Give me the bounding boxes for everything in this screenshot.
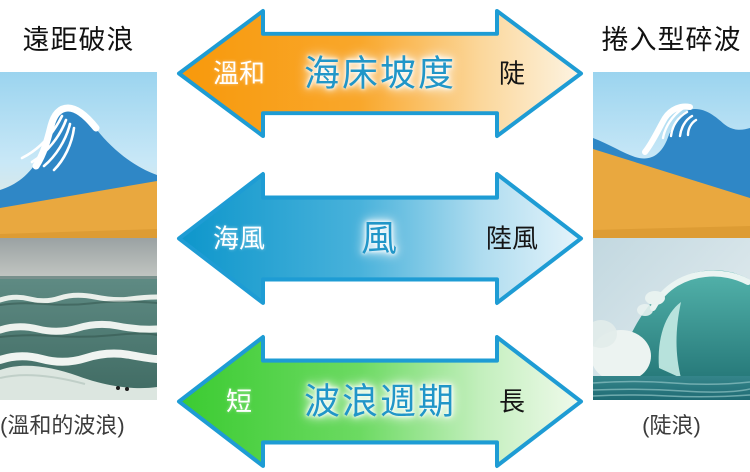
arrow-wave-period-left-label: 短 xyxy=(225,385,253,416)
barrel-wave-photo xyxy=(593,238,750,400)
gentle-wave-illustration xyxy=(0,72,157,238)
arrow-wind-left-label: 海風 xyxy=(212,222,266,253)
spilling-waves-photo xyxy=(0,238,157,400)
double-arrow-icon xyxy=(177,8,583,139)
double-arrow-icon xyxy=(177,335,583,468)
arrow-seabed-slope-title: 海床坡度 xyxy=(303,51,457,93)
double-arrow-icon xyxy=(177,172,583,305)
arrow-seabed-slope-right-label: 陡 xyxy=(498,57,526,88)
right-panel-caption: (陡浪) xyxy=(642,413,701,438)
left-panel-title: 遠距破浪 xyxy=(22,25,135,55)
arrow-wave-period: 短 波浪週期 長 xyxy=(175,333,585,470)
arrow-wind: 海風 風 陸風 xyxy=(175,170,585,307)
arrow-wave-period-title: 波浪週期 xyxy=(303,379,457,421)
left-panel-caption: (溫和的波浪) xyxy=(0,413,125,438)
right-panel-title: 捲入型碎波 xyxy=(601,25,742,55)
arrow-seabed-slope: 溫和 海床坡度 陡 xyxy=(175,7,585,140)
arrow-seabed-slope-left-label: 溫和 xyxy=(212,57,266,88)
arrow-wind-title: 風 xyxy=(360,216,400,258)
arrow-wave-period-right-label: 長 xyxy=(498,385,526,416)
arrow-wind-right-label: 陸風 xyxy=(485,222,539,253)
curling-wave-illustration xyxy=(593,72,750,238)
